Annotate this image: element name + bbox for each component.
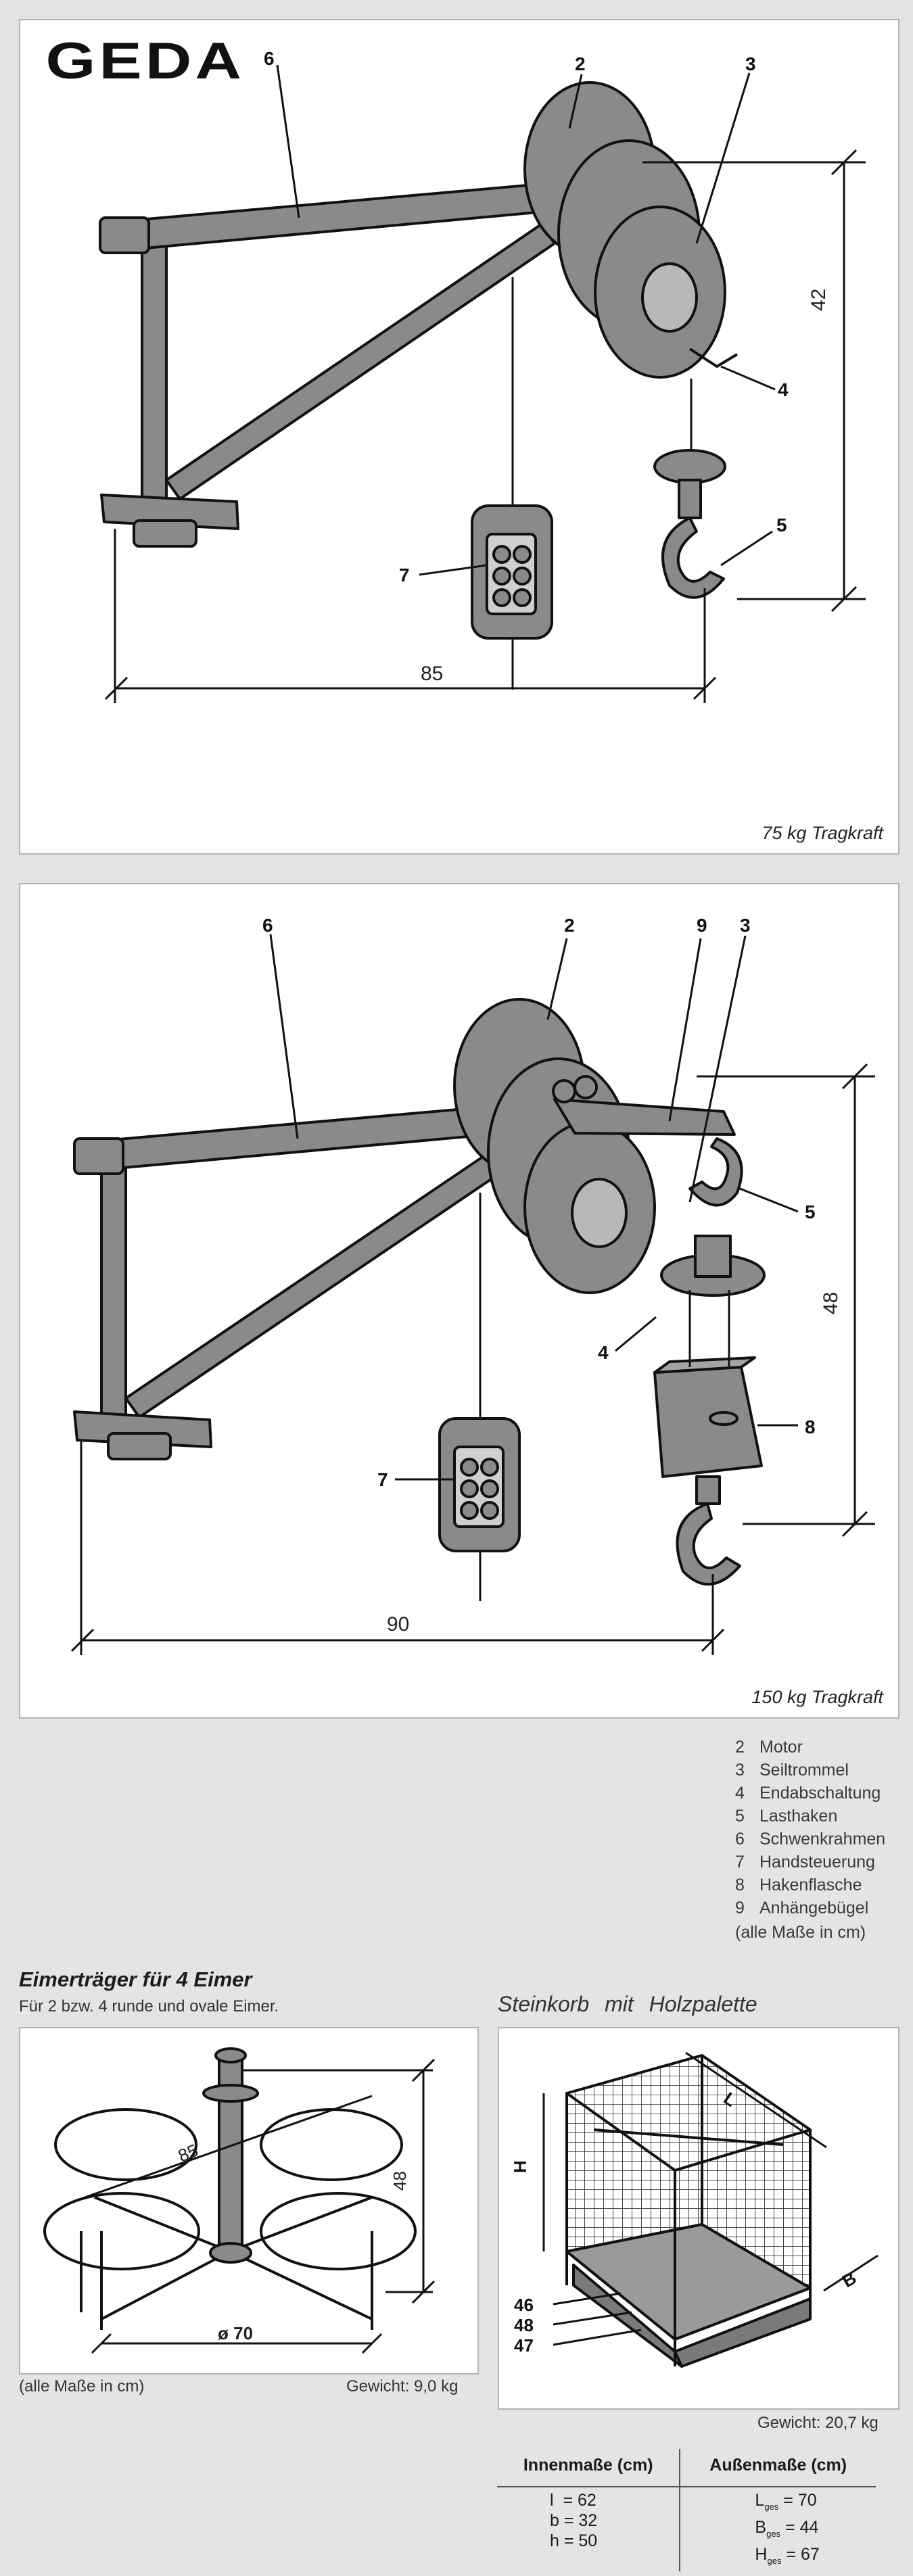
dim-row: Hges = 67 bbox=[755, 2545, 820, 2566]
hoist-150-drawing: 6 2 9 3 5 4 8 7 48 90 bbox=[70, 915, 875, 1655]
dim-row: h = 50 bbox=[550, 2531, 598, 2550]
inner-dims-cell: l = 62 b = 32 h = 50 bbox=[497, 2487, 681, 2571]
dimension-base: ø 70 bbox=[218, 2323, 253, 2343]
callout-6: 6 bbox=[264, 48, 275, 69]
stone-basket-weight: Gewicht: 20,7 kg bbox=[757, 2414, 879, 2432]
outer-dims-cell: Lges = 70 Bges = 44 Hges = 67 bbox=[680, 2487, 876, 2571]
bucket-carrier-drawing: 85 48 ø 70 bbox=[43, 2047, 436, 2354]
dimension-width: 85 bbox=[421, 663, 443, 685]
legend-units-note: (alle Maße in cm) bbox=[735, 1923, 866, 1942]
bucket-units-note: (alle Maße in cm) bbox=[19, 2377, 145, 2395]
bucket-carrier-panel: 85 48 ø 70 bbox=[19, 2027, 479, 2375]
label-width: B bbox=[839, 2268, 860, 2291]
geda-logo: GEDA bbox=[46, 32, 245, 90]
callout-46: 46 bbox=[514, 2295, 534, 2315]
callout-5: 5 bbox=[776, 515, 787, 535]
callout-2: 2 bbox=[575, 53, 586, 74]
hoist-75-panel: GEDA bbox=[19, 19, 899, 855]
callout-8: 8 bbox=[805, 1416, 816, 1437]
dimension-height: 42 bbox=[807, 289, 830, 311]
stone-basket-panel: L H B 46 48 47 bbox=[498, 2027, 899, 2410]
callout-48: 48 bbox=[514, 2315, 534, 2335]
callout-3: 3 bbox=[740, 915, 751, 936]
outer-dims-header: Außenmaße (cm) bbox=[680, 2449, 876, 2487]
dimension-width: 90 bbox=[387, 1613, 409, 1636]
bucket-carrier-title: Eimerträger für 4 Eimer bbox=[19, 1967, 252, 1991]
dim-row: l = 62 bbox=[550, 2491, 596, 2510]
callout-6: 6 bbox=[262, 915, 273, 936]
callout-3: 3 bbox=[745, 53, 756, 74]
dimensions-table: Innenmaße (cm) Außenmaße (cm) l = 62 b =… bbox=[497, 2449, 876, 2571]
bucket-carrier-subtitle: Für 2 bzw. 4 runde und ovale Eimer. bbox=[19, 1997, 279, 2016]
callout-4: 4 bbox=[778, 379, 789, 400]
stone-basket-drawing: L H B 46 48 47 bbox=[510, 2051, 879, 2368]
callout-7: 7 bbox=[377, 1469, 388, 1490]
dim-row: Bges = 44 bbox=[755, 2518, 819, 2539]
dimension-height: 48 bbox=[390, 2171, 410, 2191]
callout-5: 5 bbox=[805, 1201, 816, 1222]
hoist-75-drawing: GEDA bbox=[46, 32, 866, 703]
dim-row: b = 32 bbox=[550, 2511, 598, 2530]
callout-47: 47 bbox=[514, 2335, 534, 2356]
capacity-label: 150 kg Tragkraft bbox=[751, 1687, 883, 1707]
capacity-label: 75 kg Tragkraft bbox=[762, 823, 883, 843]
callout-9: 9 bbox=[697, 915, 707, 936]
hoist-150-panel: 6 2 9 3 5 4 8 7 48 90 150 kg Tragkraft bbox=[19, 883, 899, 1719]
dimension-height: 48 bbox=[820, 1292, 842, 1314]
callout-4: 4 bbox=[598, 1342, 609, 1363]
stone-basket-title: Steinkorb mit Holzpalette bbox=[498, 1992, 757, 2016]
dim-row: Lges = 70 bbox=[755, 2491, 817, 2512]
callout-2: 2 bbox=[564, 915, 575, 936]
callout-7: 7 bbox=[399, 565, 410, 586]
bucket-weight: Gewicht: 9,0 kg bbox=[346, 2377, 459, 2395]
label-height: H bbox=[510, 2160, 530, 2173]
inner-dims-header: Innenmaße (cm) bbox=[497, 2449, 681, 2487]
